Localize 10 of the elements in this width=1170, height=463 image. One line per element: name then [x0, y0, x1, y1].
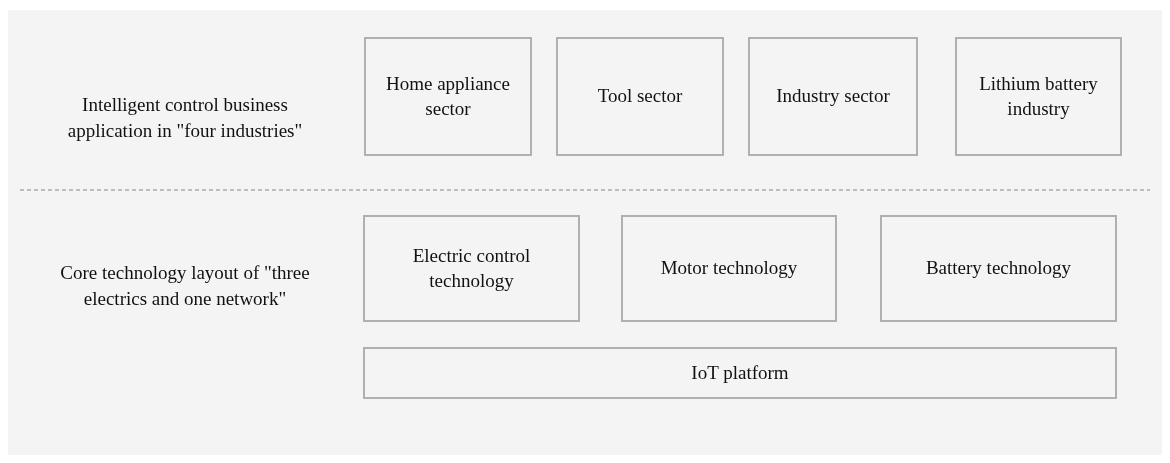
sector-box: Industry sector [748, 37, 918, 156]
row-heading: Core technology layout of "three electrics and one network" [59, 261, 311, 311]
sector-box: Lithium battery industry [955, 37, 1122, 156]
sector-box: Battery technology [880, 215, 1117, 322]
sector-box: Home appliance sector [364, 37, 532, 156]
sector-box: Electric control technology [363, 215, 580, 322]
sector-box: Tool sector [556, 37, 724, 156]
sector-box: Motor technology [621, 215, 837, 322]
sector-box: IoT platform [363, 347, 1117, 399]
row-heading: Intelligent control business application in "four industries" [66, 93, 304, 143]
